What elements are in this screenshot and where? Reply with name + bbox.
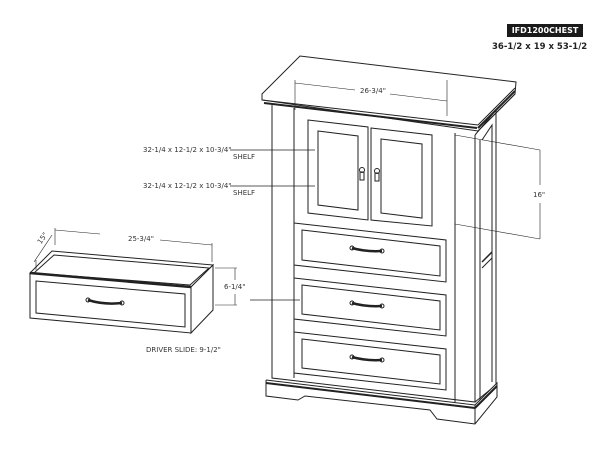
drawer-3 (293, 331, 447, 391)
chest-top (261, 55, 517, 132)
chest-illustration (230, 55, 541, 425)
drawer-slide-note: DRIVER SLIDE: 9-1/2" (146, 346, 221, 354)
drawer-height-label: 6-1/4" (224, 283, 246, 291)
drawer-detail-illustration (28, 228, 237, 335)
left-door (307, 119, 369, 221)
overall-dimensions: 36-1/2 x 19 x 53-1/2 (492, 42, 588, 52)
shelf-1-label: SHELF (233, 153, 256, 161)
shelf-2-dimensions: 32-1/4 x 12-1/2 x 10-3/4" (143, 182, 232, 190)
drawer-2 (293, 277, 447, 337)
shelf-2-label: SHELF (233, 189, 256, 197)
top-width-label: 26-3/4" (360, 87, 386, 95)
drawer-1 (293, 222, 447, 283)
right-door (370, 127, 433, 227)
door-handle-right (374, 168, 380, 182)
door-handle-left (359, 167, 365, 181)
drawer-width-label: 25-3/4" (128, 235, 154, 243)
side-height-label: 16" (533, 191, 546, 199)
shelf-1-dimensions: 32-1/4 x 12-1/2 x 10-3/4" (143, 146, 232, 154)
model-badge: IFD1200CHEST (507, 24, 583, 37)
chest-base (265, 379, 498, 425)
